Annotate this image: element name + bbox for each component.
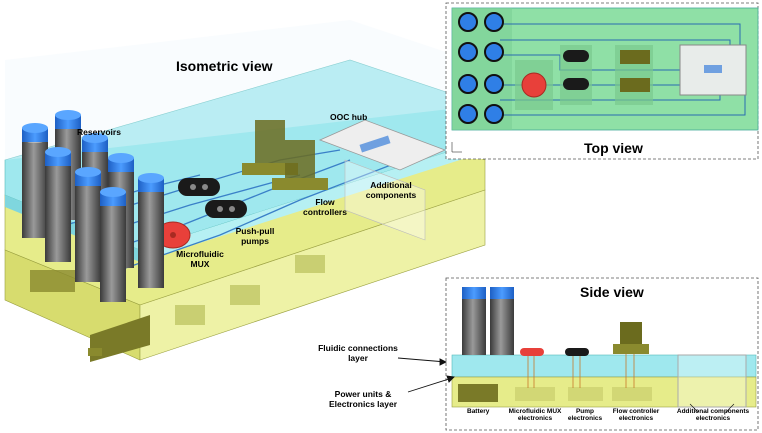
pump-iso-1 [178,178,220,196]
reservoirs-iso [22,110,164,302]
pump-electronics-label: Pump electronics [567,408,603,423]
side-electronics-layer [451,376,757,408]
side-reservoirs [462,287,514,355]
flow-controller-electronics-label: Flow controller electronics [612,408,660,423]
reservoirs-label: Reservoirs [77,127,121,137]
side-mux-electronics [515,387,555,401]
side-battery [458,384,498,402]
enclosure-iso [5,20,485,160]
battery-iso [30,270,75,292]
power-layer-label: Power units & Electronics layer [328,389,398,409]
additional-components-box [344,159,426,241]
battery-label: Battery [467,408,490,415]
flow-electronics-iso [295,255,325,273]
top-flow-2 [620,78,650,92]
fluidic-side-face [140,140,485,262]
isometric-view-title: Isometric view [176,58,273,74]
top-mux [521,72,547,98]
ooc-hub-label: OOC hub [330,112,368,122]
mux-electronics-iso [175,305,205,325]
side-pump [565,348,589,356]
flow-controllers-label: Flow controllers [303,197,347,217]
side-view-title: Side view [580,284,644,300]
top-pump-2 [563,78,589,90]
microfluidic-mux-label: Microfluidic MUX [176,249,224,269]
isometric-device [4,20,486,362]
side-mux [520,348,544,356]
side-pump-electronics [568,387,603,401]
side-flow-electronics [612,387,652,401]
flow-controllers-iso [242,120,328,190]
port-iso [88,348,102,356]
top-view-panel [445,2,759,160]
top-reservoirs [458,12,504,124]
battery-front-iso [90,315,150,362]
additional-arrows [689,403,735,413]
pump-electronics-iso [230,285,260,305]
side-flow-controller [620,322,642,346]
pump-iso-2 [205,200,247,218]
axis-triad-icon [451,142,462,153]
top-pump-1 [563,50,589,62]
additional-components-label: Additional components [365,180,417,200]
ooc-chip-iso [359,135,391,153]
top-flow-1 [620,50,650,64]
additional-electronics-label: Additional components electronics [676,408,750,423]
side-view-panel [445,277,759,431]
mux-electronics-label: Microfluidic MUX electronics [508,408,562,423]
top-view-title: Top view [584,140,643,156]
side-additional-box [677,354,747,408]
layer-arrows [397,357,455,393]
fluidic-layer-label: Fluidic connections layer [318,343,398,363]
push-pull-pumps-label: Push-pull pumps [235,226,275,246]
